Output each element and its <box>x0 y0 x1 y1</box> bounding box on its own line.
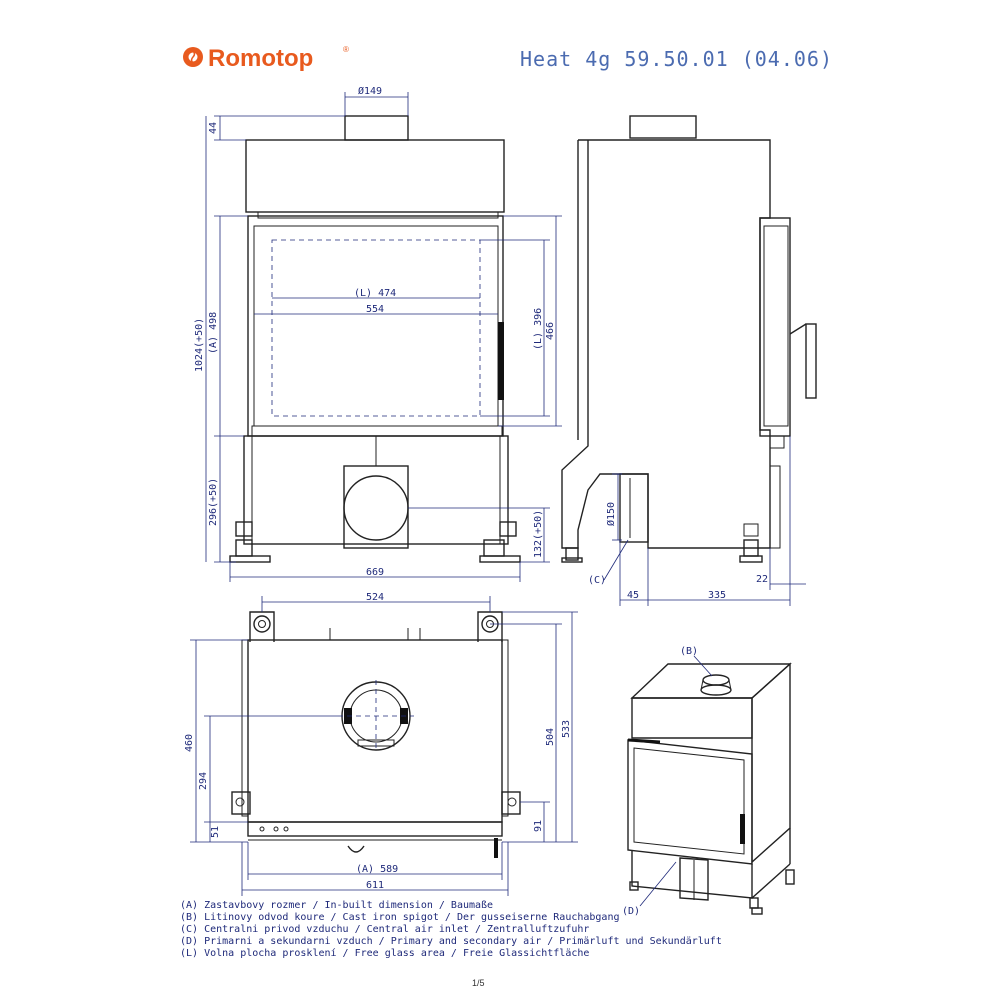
dim-depth-335: 335 <box>708 590 726 601</box>
dim-offset-45: 45 <box>627 590 639 601</box>
dim-depth-504: 504 <box>545 728 556 746</box>
dim-glass-height: (L) 396 <box>533 308 544 350</box>
dim-total-width: 669 <box>366 567 384 578</box>
label-d: (D) <box>622 906 640 917</box>
label-c: (C) <box>588 575 606 586</box>
dim-rear-22: 22 <box>756 574 768 585</box>
dim-depth-294: 294 <box>198 772 209 790</box>
dim-top-height: 44 <box>208 122 219 134</box>
legend-item: (A) Zastavbovy rozmer / In-built dimensi… <box>180 900 493 911</box>
dim-door-width: 554 <box>366 304 384 315</box>
dim-base-height: 296(+50) <box>208 478 219 526</box>
legend-item: (L) Volna plocha prosklení / Free glass … <box>180 947 589 959</box>
isometric-view: (B) (D) <box>622 646 795 917</box>
brand-logo: Romotop ® <box>183 45 349 72</box>
dim-top-width: 524 <box>366 592 384 603</box>
label-b: (B) <box>680 646 698 657</box>
dim-depth-51: 51 <box>210 826 221 838</box>
side-view: Ø150 (C) 45 335 22 <box>561 115 817 606</box>
drawing-title: Heat 4g 59.50.01 (04.06) <box>520 47 833 71</box>
dim-inbuilt-height: (A) 498 <box>208 312 219 354</box>
legend-item: (C) Centralni privod vzduchu / Central a… <box>180 924 589 935</box>
front-view: Ø149 44 1024(+50) (A) 498 (L) 474 554 (L… <box>194 85 562 582</box>
dim-door-height: 466 <box>545 322 556 340</box>
dim-depth-460: 460 <box>184 734 195 752</box>
top-view: 524 460 294 51 504 533 91 (A) 589 611 <box>184 592 578 896</box>
dim-inlet-diameter: Ø150 <box>605 502 617 526</box>
legend-item: (D) Primarni a sekundarni vzduch / Prima… <box>180 936 722 947</box>
dim-depth-533: 533 <box>561 720 572 738</box>
page-number: 1/5 <box>472 978 485 988</box>
dim-inbuilt-width: (A) 589 <box>356 864 398 875</box>
legend-item: (B) Litinovy odvod koure / Cast iron spi… <box>180 912 620 923</box>
dim-base-width: 611 <box>366 880 384 891</box>
brand-name: Romotop <box>208 45 313 72</box>
brand-registered-mark: ® <box>343 45 349 54</box>
dim-depth-91: 91 <box>533 820 544 832</box>
dim-spigot-diameter: Ø149 <box>358 85 382 97</box>
dim-air-inlet-height: 132(+50) <box>533 510 544 558</box>
dim-total-height: 1024(+50) <box>194 318 205 372</box>
legend: (A) Zastavbovy rozmer / In-built dimensi… <box>180 900 722 959</box>
dim-glass-width: (L) 474 <box>354 288 396 299</box>
